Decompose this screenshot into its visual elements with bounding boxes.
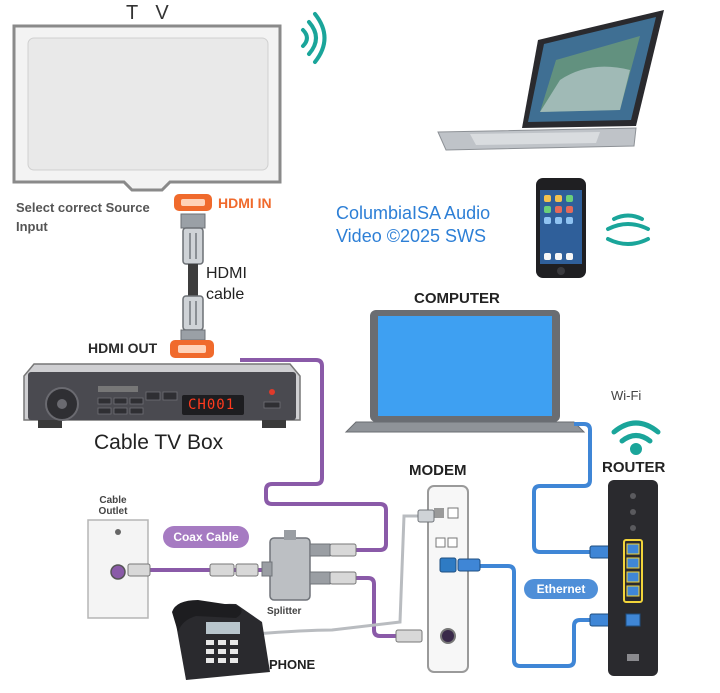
- modem: [427, 485, 469, 673]
- phone-label: PHONE: [269, 657, 316, 672]
- desk-phone-icon: [172, 600, 270, 680]
- router: [608, 480, 658, 676]
- ethernet-connectors: [457, 545, 611, 627]
- router-wifi-icon: [611, 420, 661, 455]
- laptop-icon: [437, 10, 664, 151]
- ethernet-cable-computer-router: [532, 422, 606, 554]
- coax-cable-badge: Coax Cable: [163, 526, 249, 548]
- ethernet-badge: Ethernet: [524, 579, 598, 599]
- ethernet-cable-modem-router: [478, 564, 606, 668]
- router-label: ROUTER: [602, 459, 666, 476]
- source-input-note: Select correct Source Input: [16, 200, 150, 234]
- splitter-label: Splitter: [267, 606, 302, 617]
- coax-connectors: [127, 543, 423, 643]
- splitter: [261, 530, 331, 601]
- smartphone-icon: [536, 178, 586, 278]
- hdmi-out-port: [170, 340, 214, 358]
- tv-label: T V: [126, 2, 175, 24]
- phone-jack-connector: [417, 509, 435, 523]
- computer-monitor: [344, 310, 586, 433]
- coax-cable-box: [240, 358, 388, 552]
- hdmi-cable: [180, 213, 206, 341]
- modem-label: MODEM: [409, 462, 467, 479]
- cable-tv-box: [23, 363, 301, 428]
- hdmi-in-label: HDMI IN: [218, 195, 272, 211]
- coax-cable-modem: [356, 576, 398, 638]
- computer-label: COMPUTER: [414, 290, 500, 307]
- tv-wifi-icon: [301, 12, 327, 64]
- tv: [12, 24, 282, 192]
- hdmi-cable-label: HDMI cable: [206, 265, 247, 303]
- cable-outlet-label: Cable Outlet: [98, 495, 128, 517]
- wifi-label: Wi-Fi: [611, 388, 642, 403]
- hdmi-in-port: [174, 194, 212, 211]
- copyright-text: ColumbiaISA Audio Video ©2025 SWS: [336, 203, 491, 246]
- cable-tv-box-label: Cable TV Box: [94, 431, 224, 454]
- hdmi-out-label: HDMI OUT: [88, 340, 158, 356]
- phone-wifi-icon: [606, 213, 650, 246]
- box-display: CH001: [188, 397, 236, 413]
